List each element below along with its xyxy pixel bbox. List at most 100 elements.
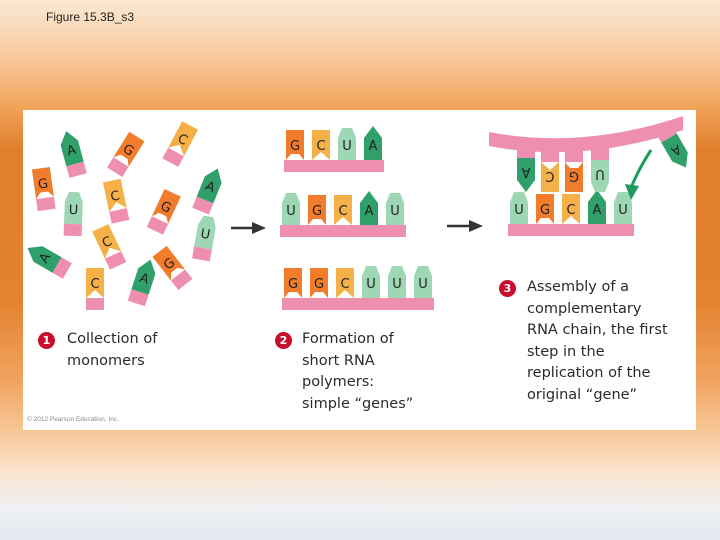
nucleotide-U: U [510, 192, 528, 236]
base-letter: G [314, 277, 324, 292]
monomer-C: C [86, 268, 104, 310]
nucleotide-body [334, 195, 352, 225]
nucleotide-body [131, 259, 156, 295]
step-3-caption-line: Assembly of a [527, 279, 629, 295]
nucleotide-C: C [562, 194, 580, 236]
base-letter: C [545, 168, 554, 183]
nucleotide-body [414, 266, 432, 298]
sugar-phosphate-block [334, 225, 352, 237]
base-letter: U [418, 277, 428, 292]
monomer-C: C [162, 121, 199, 167]
step-2-caption-line: short RNA [302, 352, 375, 369]
sugar-phosphate-block [308, 225, 326, 237]
nucleotide-body [60, 131, 84, 167]
step-3-caption: Assembly of a complementary RNA chain, t… [527, 277, 668, 406]
base-letter: A [369, 139, 378, 154]
nucleotide-body [31, 167, 54, 200]
nucleotide-body [362, 266, 380, 298]
sugar-phosphate-block [66, 161, 87, 178]
nucleotide-body [386, 193, 404, 225]
monomer-G: G [107, 131, 145, 177]
step-2-caption: Formation of short RNA polymers: simple … [302, 329, 413, 415]
sugar-phosphate-block [510, 224, 528, 236]
base-letter: A [593, 203, 602, 218]
step-3-caption-line: replication of the [527, 365, 651, 381]
monomer-G: G [146, 189, 181, 235]
sugar-phosphate-block [104, 251, 127, 270]
base-letter: C [90, 277, 99, 292]
paired-nucleotide-C: C [541, 150, 559, 192]
sugar-phosphate-block [614, 224, 632, 236]
nucleotide-G: G [536, 194, 554, 236]
sugar-phosphate-block [338, 160, 356, 172]
sugar-phosphate-block [386, 225, 404, 237]
sugar-phosphate-block [127, 289, 149, 307]
sugar-phosphate-block [36, 196, 56, 212]
monomer-A: A [60, 131, 87, 178]
base-letter: U [286, 204, 296, 219]
nucleotide-G: G [284, 268, 302, 310]
copyright-notice: © 2012 Pearson Education, Inc. [27, 416, 119, 423]
base-letter: C [340, 277, 349, 292]
nucleotide-G: G [308, 195, 326, 237]
nucleotide-body [541, 162, 559, 192]
monomer-C: C [92, 224, 127, 270]
sugar-phosphate-block [362, 298, 380, 310]
monomer-G: G [31, 167, 56, 212]
sugar-phosphate-block [107, 157, 129, 177]
base-letter: G [312, 204, 322, 219]
nucleotide-body [286, 130, 304, 160]
paired-nucleotide-A: A [517, 146, 535, 192]
nucleotide-A: A [364, 126, 382, 172]
step-1-badge: 1 [38, 332, 55, 349]
base-letter: A [65, 143, 78, 160]
nucleotide-body [388, 266, 406, 298]
nucleotide-body [661, 133, 688, 168]
sugar-phosphate-block [536, 224, 554, 236]
process-arrow [447, 220, 483, 232]
nucleotide-G: G [286, 130, 304, 172]
sugar-phosphate-block [146, 216, 169, 235]
step-1-caption-line: monomers [67, 352, 145, 369]
step-3-caption-line: RNA chain, the first [527, 322, 668, 338]
nucleotide-body [27, 246, 62, 273]
step-3-caption-line: step in the [527, 343, 605, 360]
step-1-caption-line: Collection of [67, 331, 158, 347]
base-letter: A [365, 204, 374, 219]
base-letter: G [569, 168, 579, 183]
step-2-caption-line: polymers: [302, 374, 375, 390]
nucleotide-U: U [388, 266, 406, 310]
base-letter: U [68, 203, 78, 218]
nucleotide-body [113, 131, 145, 167]
sugar-phosphate-block [192, 246, 212, 262]
sugar-phosphate-block [655, 123, 677, 143]
nucleotide-U: U [282, 193, 300, 237]
base-letter: A [521, 164, 530, 179]
sugar-phosphate-block [336, 298, 354, 310]
paired-nucleotide-U: U [591, 148, 609, 192]
nucleotide-body [338, 128, 356, 160]
sugar-phosphate-block [282, 225, 300, 237]
sugar-phosphate-block [312, 160, 330, 172]
base-letter: C [338, 204, 347, 219]
nucleotide-body [92, 224, 122, 259]
nucleotide-body [510, 192, 528, 224]
base-letter: C [109, 189, 121, 206]
paired-nucleotide-G: G [565, 150, 583, 192]
monomer-A: A [192, 168, 222, 215]
nucleotide-body [312, 130, 330, 160]
monomer-G: G [152, 245, 193, 290]
sugar-phosphate-block [588, 224, 606, 236]
sugar-phosphate-block [162, 147, 184, 167]
base-letter: U [514, 203, 524, 218]
sugar-phosphate-block [562, 224, 580, 236]
sugar-phosphate-block [517, 146, 535, 158]
step-3-caption-line: original “gene” [527, 386, 638, 403]
base-letter: G [290, 139, 300, 154]
nucleotide-body [614, 192, 632, 224]
